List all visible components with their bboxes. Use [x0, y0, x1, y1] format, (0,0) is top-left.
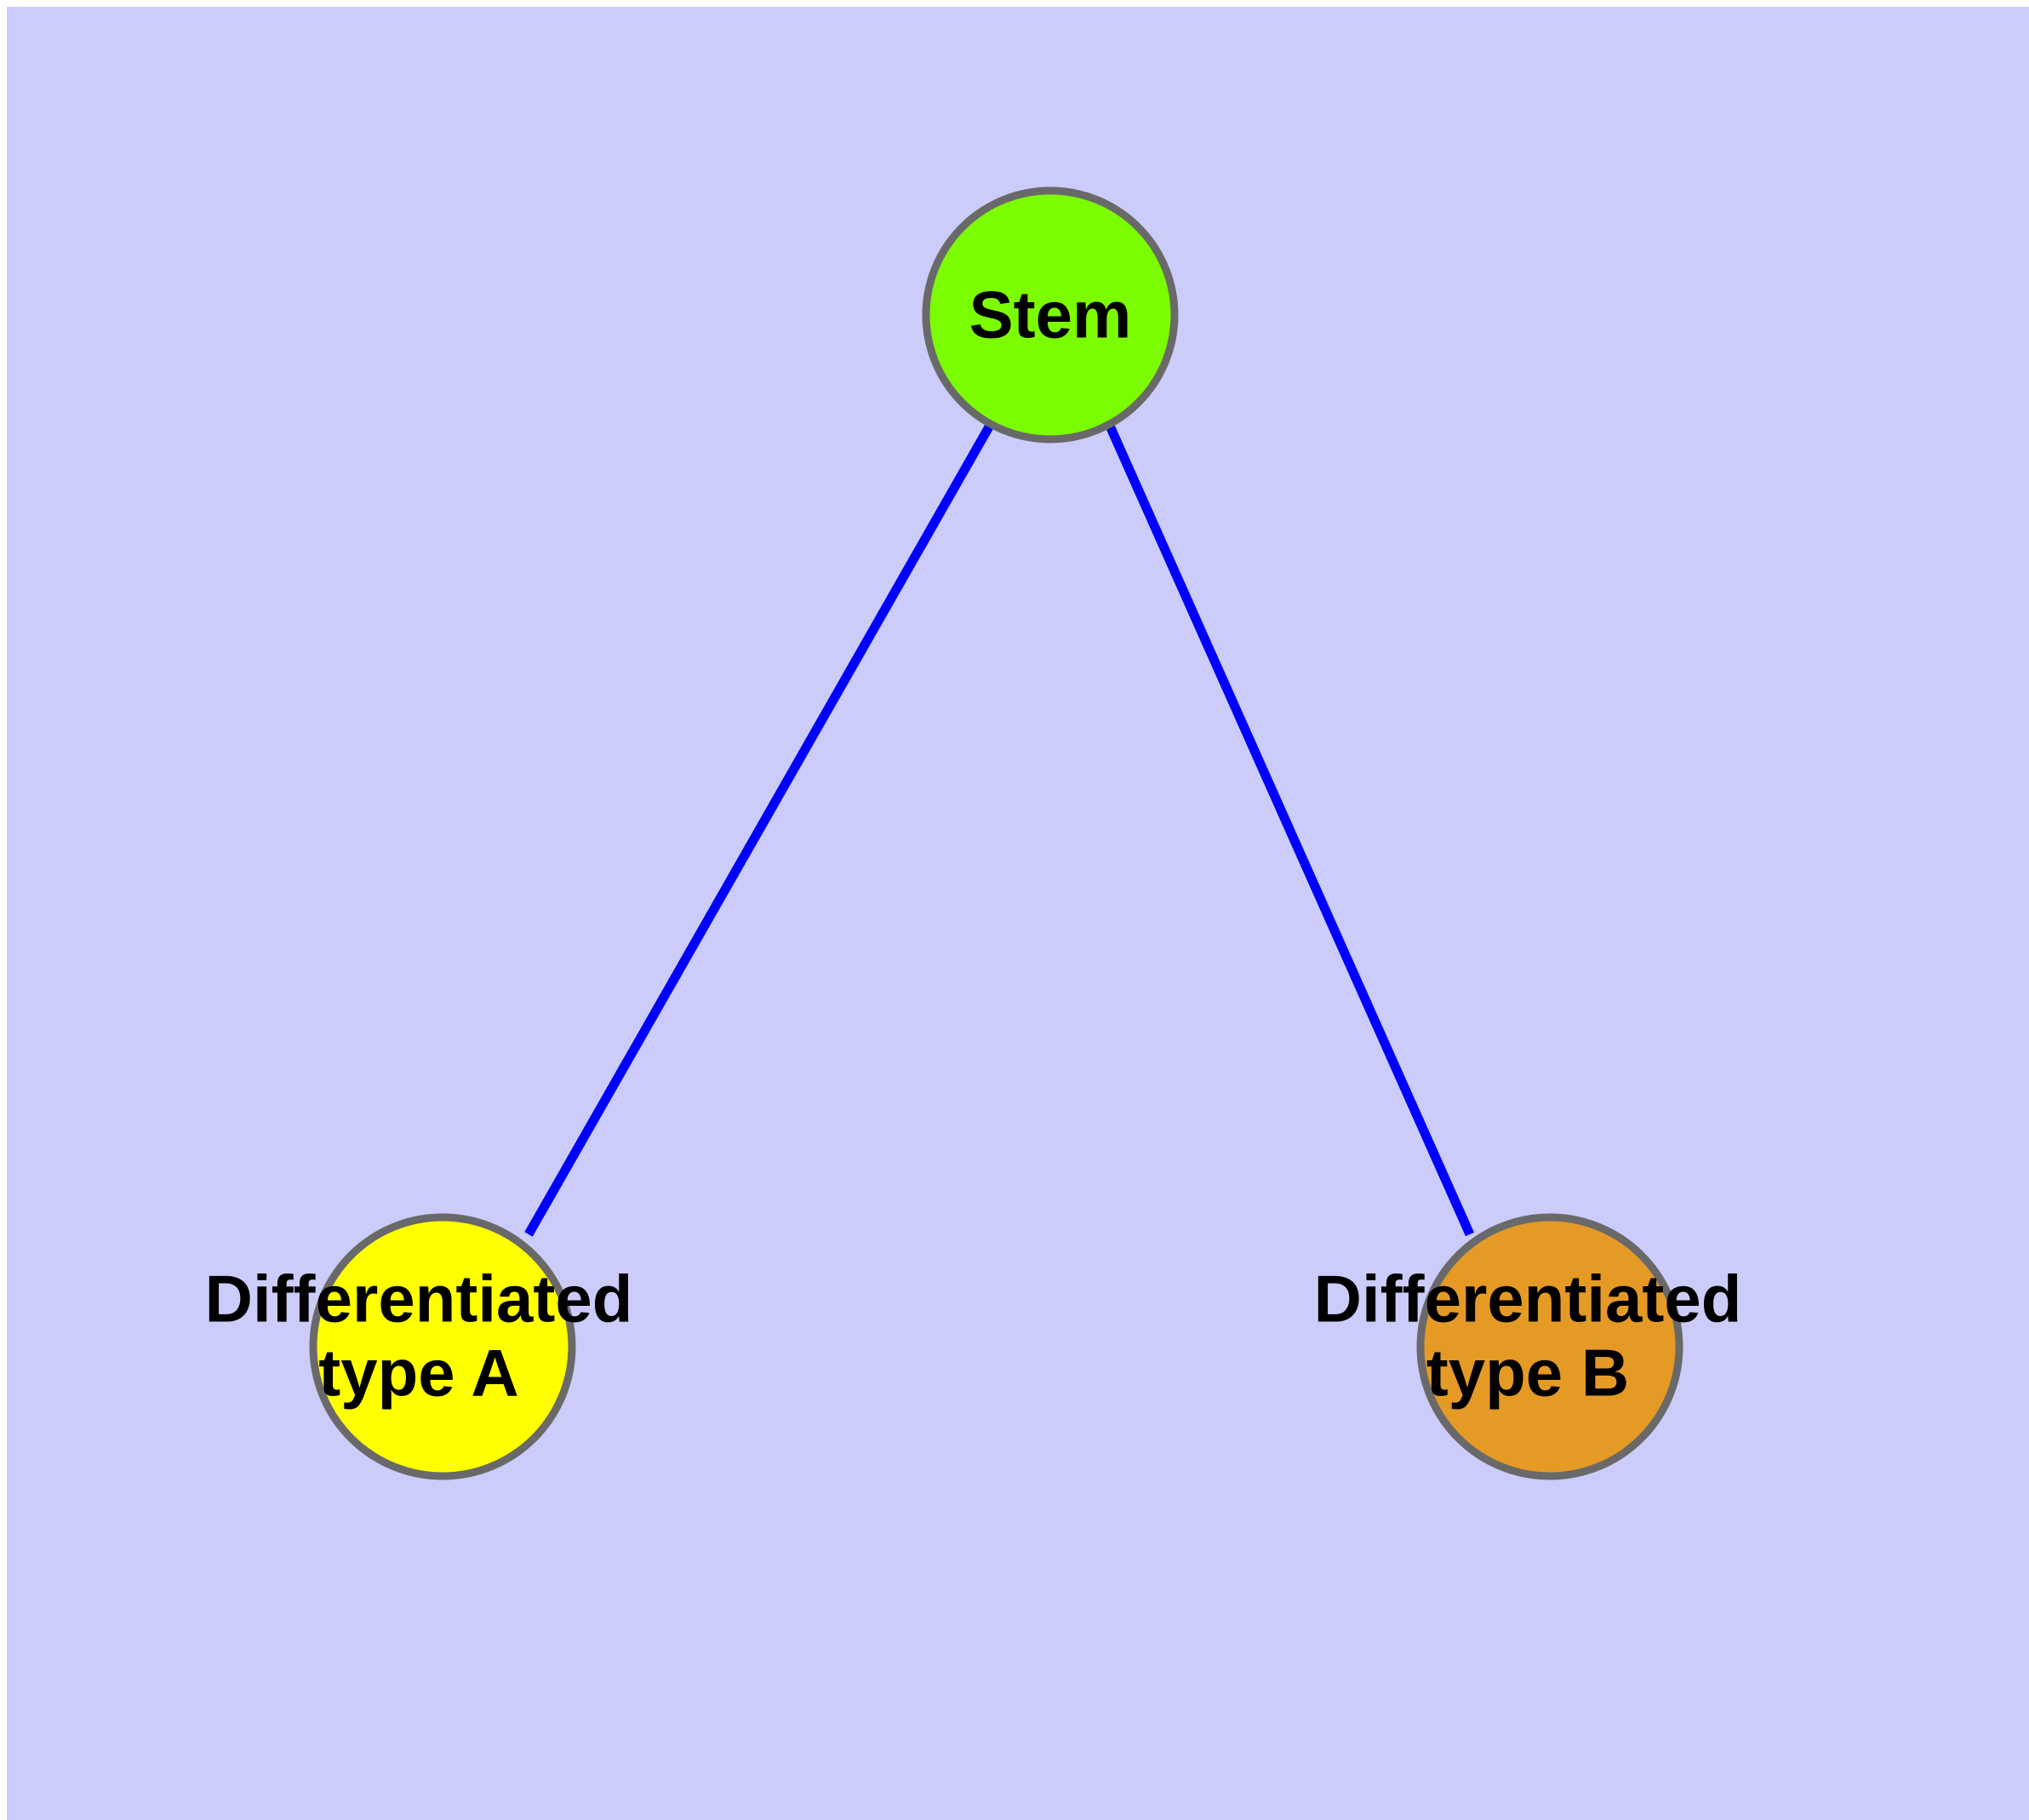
graph-node-stem[interactable] [922, 186, 1179, 444]
graph-edge-stem-diff_a[interactable] [524, 421, 995, 1237]
graph-node-diff_a[interactable] [309, 1213, 576, 1480]
graph-edge-stem-diff_b[interactable] [1104, 421, 1475, 1237]
graph-node-diff_b[interactable] [1416, 1213, 1683, 1480]
nodes-layer [309, 186, 1683, 1480]
edges-layer [524, 421, 1475, 1237]
